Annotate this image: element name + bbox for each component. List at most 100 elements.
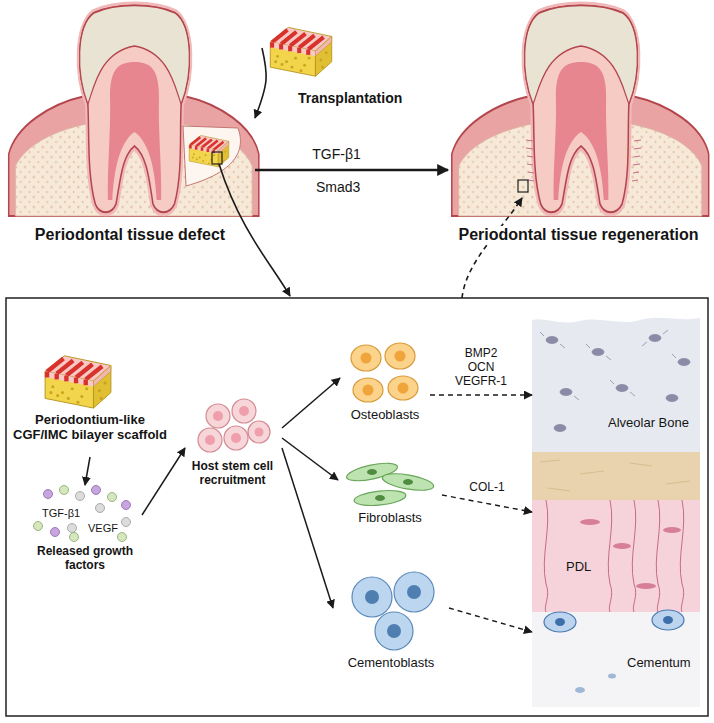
cell-node: Cementoblasts (333, 568, 449, 680)
scaffold-node: Periodontium-like CGF/IMC bilayer scaffo… (8, 345, 174, 457)
growth-factor-dots (122, 518, 131, 527)
tissue-label: Alveolar Bone (608, 416, 689, 431)
regenerated-tooth (526, 140, 641, 181)
tissue-column (575, 687, 585, 693)
growth-factor-dots (122, 501, 131, 510)
tissue-column (540, 460, 560, 462)
tissue-column (636, 583, 656, 589)
tissue-column (613, 543, 631, 549)
fibroblast-cells (403, 479, 413, 485)
panel-title: Periodontal tissue regeneration (458, 226, 698, 244)
arrow-connector (85, 457, 90, 485)
tissue-column (580, 471, 604, 474)
tissue-column (586, 344, 590, 348)
scaffold-label: Periodontium-like CGF/IMC bilayer scaffo… (8, 413, 172, 443)
cell-label: Cementoblasts (348, 656, 435, 671)
tissue-column (680, 500, 683, 612)
regenerated-tooth (526, 140, 533, 141)
step-label: Host stem cell recruitment (185, 460, 280, 488)
step-label: Transplantation (298, 90, 402, 106)
scaffold-icon-node: Transplantation (262, 12, 412, 112)
regenerated-tooth (526, 148, 533, 149)
tissue-column (532, 312, 700, 323)
illustration-panel: Periodontal tissue regeneration (448, 0, 709, 250)
tissue-column (555, 618, 565, 626)
tissue-label: PDL (566, 560, 591, 575)
tissue-column (630, 463, 652, 466)
regenerated-tooth (527, 164, 533, 165)
scaffold-icon (270, 27, 331, 76)
regenerated-tooth (452, 6, 709, 217)
osteoblast-cells (385, 343, 415, 369)
defect-tooth (183, 126, 240, 186)
arrow-connector (142, 448, 185, 515)
regenerated-tooth (527, 156, 533, 157)
tissue-column (632, 500, 635, 612)
tissue-band: Alveolar Bone (532, 312, 700, 452)
stem-cells (198, 399, 270, 452)
tissue-band: Cementum (532, 612, 700, 707)
detail-frame (6, 298, 708, 716)
defect-tooth (212, 152, 222, 164)
cell-label: Fibroblasts (358, 511, 422, 526)
regenerated-tooth (518, 180, 528, 192)
tissue-column (560, 344, 565, 348)
stem-cells (198, 428, 222, 452)
osteoblast-cells (361, 353, 372, 364)
tissue-column (649, 335, 661, 342)
growth-factor-dots (34, 486, 131, 542)
tissue-column (652, 610, 684, 630)
tissue-column (580, 519, 600, 525)
arrow-connector (282, 448, 333, 608)
tissue-column (540, 332, 544, 336)
osteoblast-cells (351, 345, 381, 371)
osteoblast-cells (363, 385, 374, 396)
tissue-column (616, 385, 628, 392)
defect-tooth (9, 6, 259, 217)
zoom-arrow (219, 164, 290, 296)
tissue-column (663, 616, 673, 624)
growth-factor-dots (118, 533, 127, 542)
regenerated-tooth (528, 172, 534, 173)
tissue-column (678, 359, 690, 366)
growth-factor-dots (76, 492, 85, 501)
pathway-label: Smad3 (316, 179, 360, 195)
tissue-column (532, 452, 700, 500)
osteoblast-cells (395, 351, 406, 362)
stem-cells (206, 404, 230, 428)
fibroblast-cells (345, 460, 435, 508)
defect-tooth (189, 135, 228, 166)
stem-cells (224, 426, 248, 450)
edge-label: BMP2 OCN VEGFR-1 (452, 347, 510, 388)
cell-node: Fibroblasts (338, 455, 442, 540)
regenerated-tooth (633, 172, 639, 173)
arrow-connector (442, 495, 532, 512)
cementoblast-cells (387, 624, 401, 638)
panel-title: Periodontal tissue defect (35, 226, 225, 244)
cell-node: Host stem cell recruitment (185, 398, 282, 495)
tissue-column (666, 481, 690, 484)
growth-factor-dots (108, 493, 117, 502)
osteoblast-cells (351, 343, 418, 402)
stem-cells (255, 428, 264, 437)
tissue-column (663, 527, 681, 533)
growth-factor-dots (70, 533, 79, 542)
tissue-column (642, 342, 647, 346)
tissue-column (544, 500, 547, 612)
cementoblast-cells (407, 585, 421, 599)
cementoblast-cells (375, 612, 413, 650)
tissue-column (580, 519, 681, 589)
tissue-column (532, 312, 700, 452)
osteoblast-cells (353, 378, 383, 402)
fibroblast-cells (353, 488, 406, 507)
tissue-column (540, 330, 690, 432)
tissue-column (608, 674, 616, 679)
zoom-arrow (462, 198, 522, 298)
stem-cells (232, 399, 256, 423)
growth-factor-dots (96, 504, 105, 513)
tissue-column (608, 500, 611, 612)
cell-node: Osteoblasts (340, 338, 430, 430)
